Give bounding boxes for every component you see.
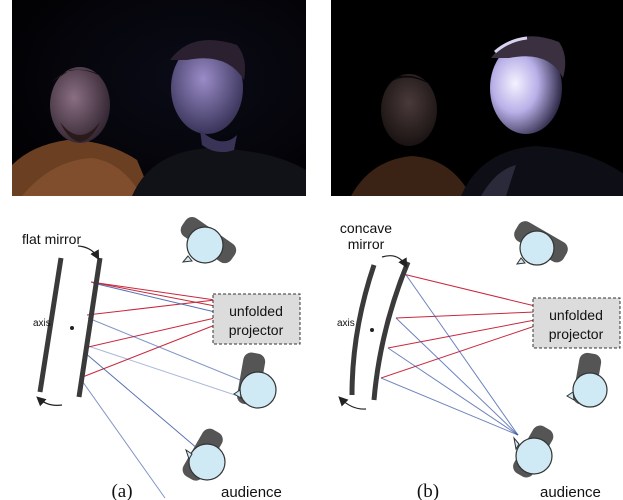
audience-head-a1 [180, 217, 237, 264]
rotate-arrow-b-bottom [338, 396, 367, 410]
caption-b: (b) [417, 481, 439, 500]
axis-label-b: axis [337, 318, 355, 329]
mirror-label-a: flat mirror [22, 231, 81, 247]
photo-a [12, 0, 306, 196]
mirror-label-b-line1: concave [340, 220, 392, 236]
rays-a [79, 281, 251, 499]
audience-head-a2 [233, 352, 277, 409]
caption-a: (a) [111, 481, 132, 500]
rotate-arrow-a-bottom [36, 396, 63, 407]
panel-a-diagram: flat mirror axis unfolded projector [22, 217, 301, 500]
projector-label-b-line1: unfolded [549, 307, 603, 323]
audience-head-b2 [566, 352, 608, 408]
audience-head-b1 [514, 221, 568, 266]
concave-mirror-b [349, 261, 411, 401]
audience-label-a: audience [221, 484, 282, 500]
mirror-label-b-line2: mirror [348, 236, 385, 252]
projector-label-a-line2: projector [229, 322, 284, 338]
projector-label-a-line1: unfolded [229, 303, 283, 319]
axis-label-a: axis [33, 318, 51, 329]
panel-b-diagram: concave mirror axis unfolded projector [337, 220, 621, 500]
audience-label-b: audience [540, 484, 601, 500]
projector-b: unfolded projector [532, 297, 621, 349]
photo-b [331, 0, 623, 196]
projector-label-b-line2: projector [549, 326, 604, 342]
rays-b [380, 271, 536, 436]
audience-head-a3 [182, 428, 226, 481]
diagram-area: flat mirror axis unfolded projector [22, 217, 621, 500]
rotate-arrow-b-top [381, 255, 408, 269]
flat-mirror-a [37, 257, 103, 398]
projector-a: unfolded projector [212, 293, 301, 345]
audience-head-b3 [513, 425, 554, 478]
rotate-arrow-a-top [77, 245, 100, 261]
